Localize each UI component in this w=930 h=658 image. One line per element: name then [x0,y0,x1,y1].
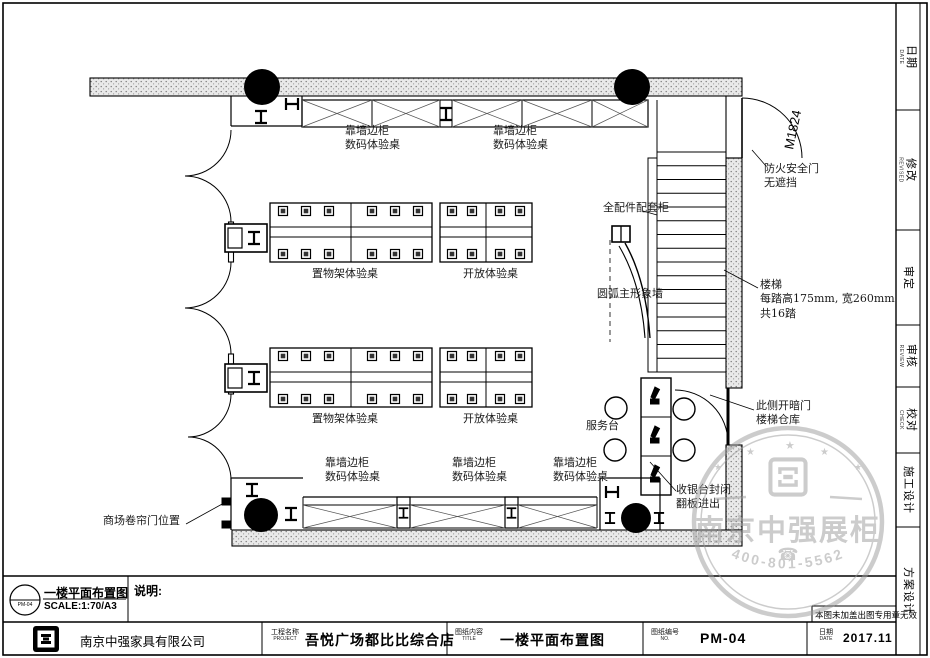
shelf-table-block-2 [269,347,433,408]
strip-label: 修改 [905,157,918,182]
strip-label: 审定 [902,265,914,290]
company-logo [33,626,59,652]
strip-cell-scheme-design: 方案设计 [897,527,921,655]
title-block-lines [3,3,921,655]
strip-label: 校对 [905,408,917,432]
entry-enclosure-right [599,477,666,530]
hidden-door [674,388,755,445]
fire-exit-door [741,97,803,167]
field-label-text: 图纸内容 [455,629,483,636]
field-sublabel-text: TITLE [462,635,476,642]
strip-cell-working-design: 施工设计 [897,453,921,527]
service-counter [603,377,696,496]
legend-code: PM-04 [17,602,33,608]
display-fixtures [224,223,268,393]
legend-title: 一楼平面布置图 [44,586,129,600]
field-sublabel-text: PROJECT [273,635,297,642]
strip-label: 施工设计 [902,466,914,514]
strip-cell-approved: 审定 [897,230,921,325]
strip-label: 方案设计 [902,567,914,615]
top-wall-cabinets [230,96,649,128]
open-table-block-2 [439,347,533,408]
strip-label: 日期 [905,44,917,69]
walls [89,77,743,547]
field-project-label: 工程名称 PROJECT [266,629,304,642]
entry-enclosure-left [221,477,303,530]
field-project-value: 吾悦广场都比比综合店 [305,632,455,648]
storefront-doors [184,129,235,481]
bottom-wall-cabinets [302,496,598,529]
open-table-block-1 [439,202,533,263]
stairs [656,100,759,373]
stamp-note: 本图未加盖出图专用章无效 [815,610,918,620]
strip-label: 审核 [905,344,917,368]
field-sublabel-text: DATE [819,635,833,642]
arc-feature-wall [609,225,651,342]
legend-scale: SCALE:1:70/A3 [44,601,117,612]
strip-sublabel: REVISED [898,157,905,183]
field-label-text: 图纸编号 [651,629,679,636]
field-label-text: 日期 [819,629,833,636]
strip-sublabel: REVIEW [898,344,904,368]
accessory-cabinet [642,157,658,373]
shelf-table-block-1 [269,202,433,263]
field-no-label: 图纸编号 NO. [646,629,684,642]
field-date-label: 日期 DATE [813,629,839,642]
field-title-label: 图纸内容 TITLE [450,629,488,642]
strip-sublabel: CHECK [898,409,904,430]
field-no-value: PM-04 [700,630,747,646]
field-date-value: 2017.11 [843,631,893,645]
shutter-leader [185,502,225,525]
field-title-value: 一楼平面布置图 [500,632,605,648]
columns [244,69,651,533]
field-sublabel-text: NO. [660,635,670,642]
company-name: 南京中强家具有限公司 [80,635,206,649]
strip-sublabel: DATE [898,49,904,64]
field-label-text: 工程名称 [271,629,299,636]
notes-label: 说明: [134,584,162,598]
